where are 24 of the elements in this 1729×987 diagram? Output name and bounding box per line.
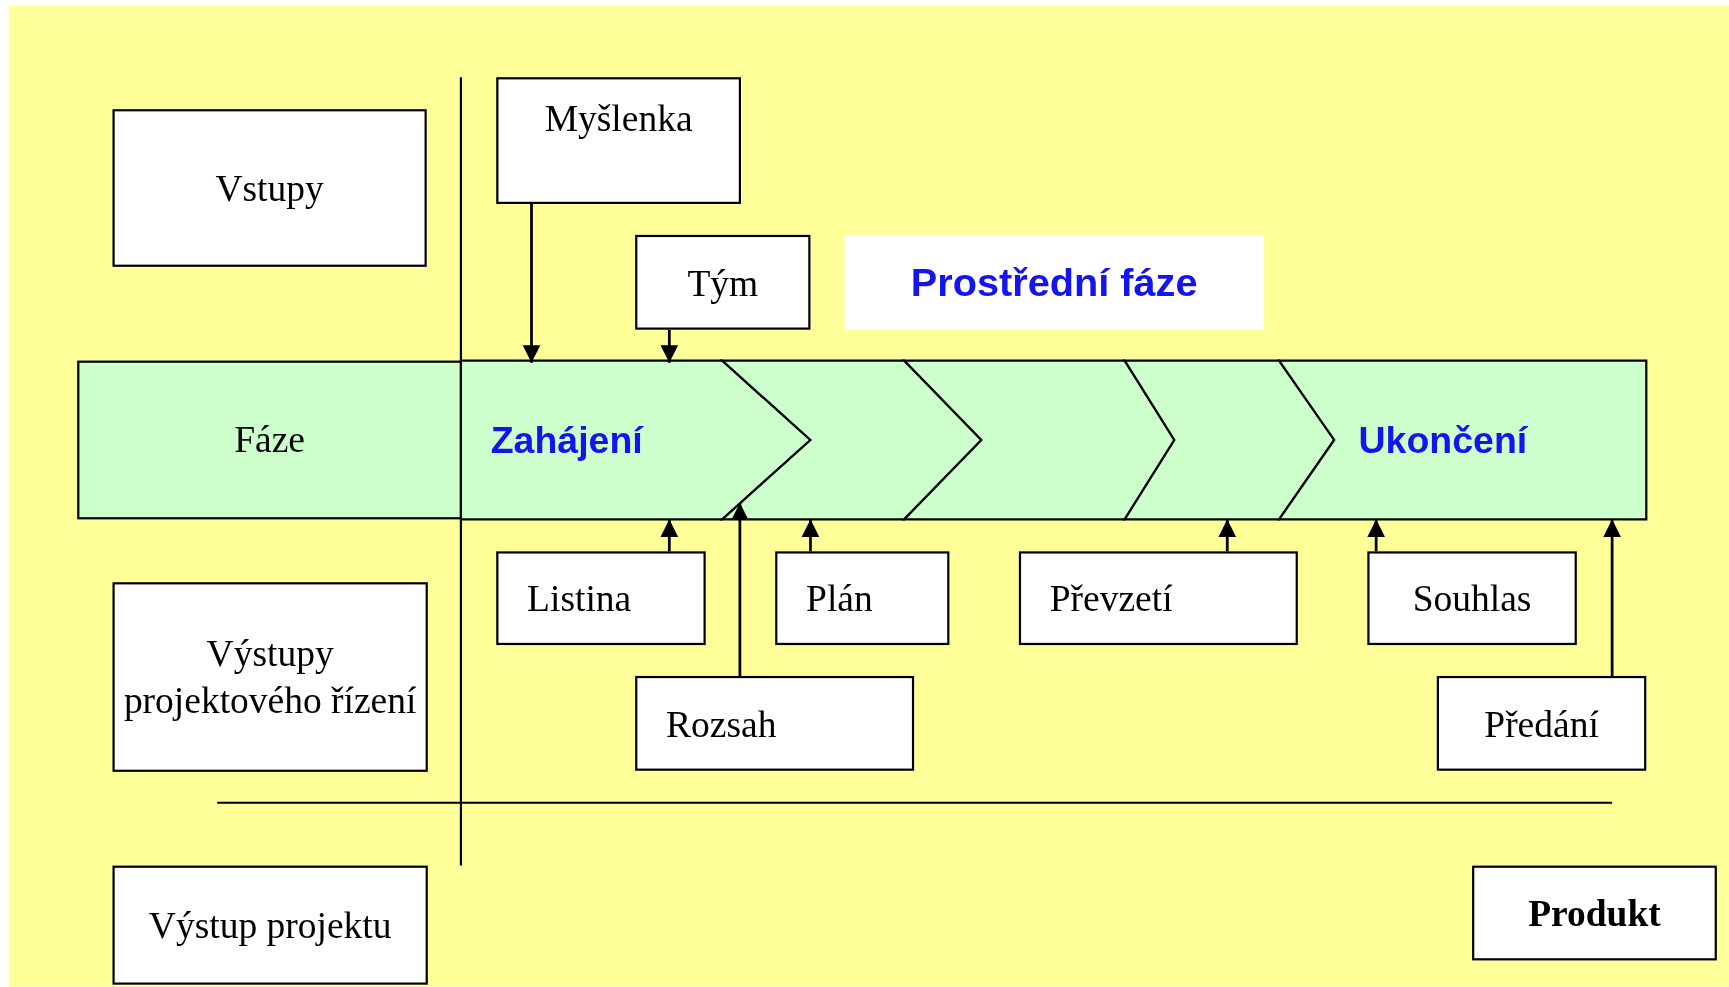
arrow [731,502,749,676]
arrow [1367,519,1385,552]
input-box: Tým [635,234,811,330]
row-label-box: Výstup projektu [112,865,428,985]
output-box: Rozsah [635,675,915,771]
output-box: Plán [775,551,950,646]
output-box: Souhlas [1367,551,1577,646]
row-label-cell: Fáze [77,360,462,520]
arrow [1603,519,1621,676]
phase-label: Zahájení [490,418,643,462]
arrow [660,519,679,552]
output-box: Listina [496,551,706,646]
arrow [801,519,820,552]
row-label-box: Výstupy projektového řízení [112,582,428,772]
output-box: Převzetí [1018,551,1298,646]
arrow [1218,519,1237,552]
product-box: Produkt [1472,865,1717,961]
output-box: Předání [1436,675,1647,771]
input-box: Vstupy [112,109,427,267]
input-box: Myšlenka [496,77,741,204]
phase-title: Prostřední fáze [844,234,1264,330]
arrow [660,329,679,363]
phase-label: Ukončení [1358,418,1528,462]
arrow [522,204,541,363]
